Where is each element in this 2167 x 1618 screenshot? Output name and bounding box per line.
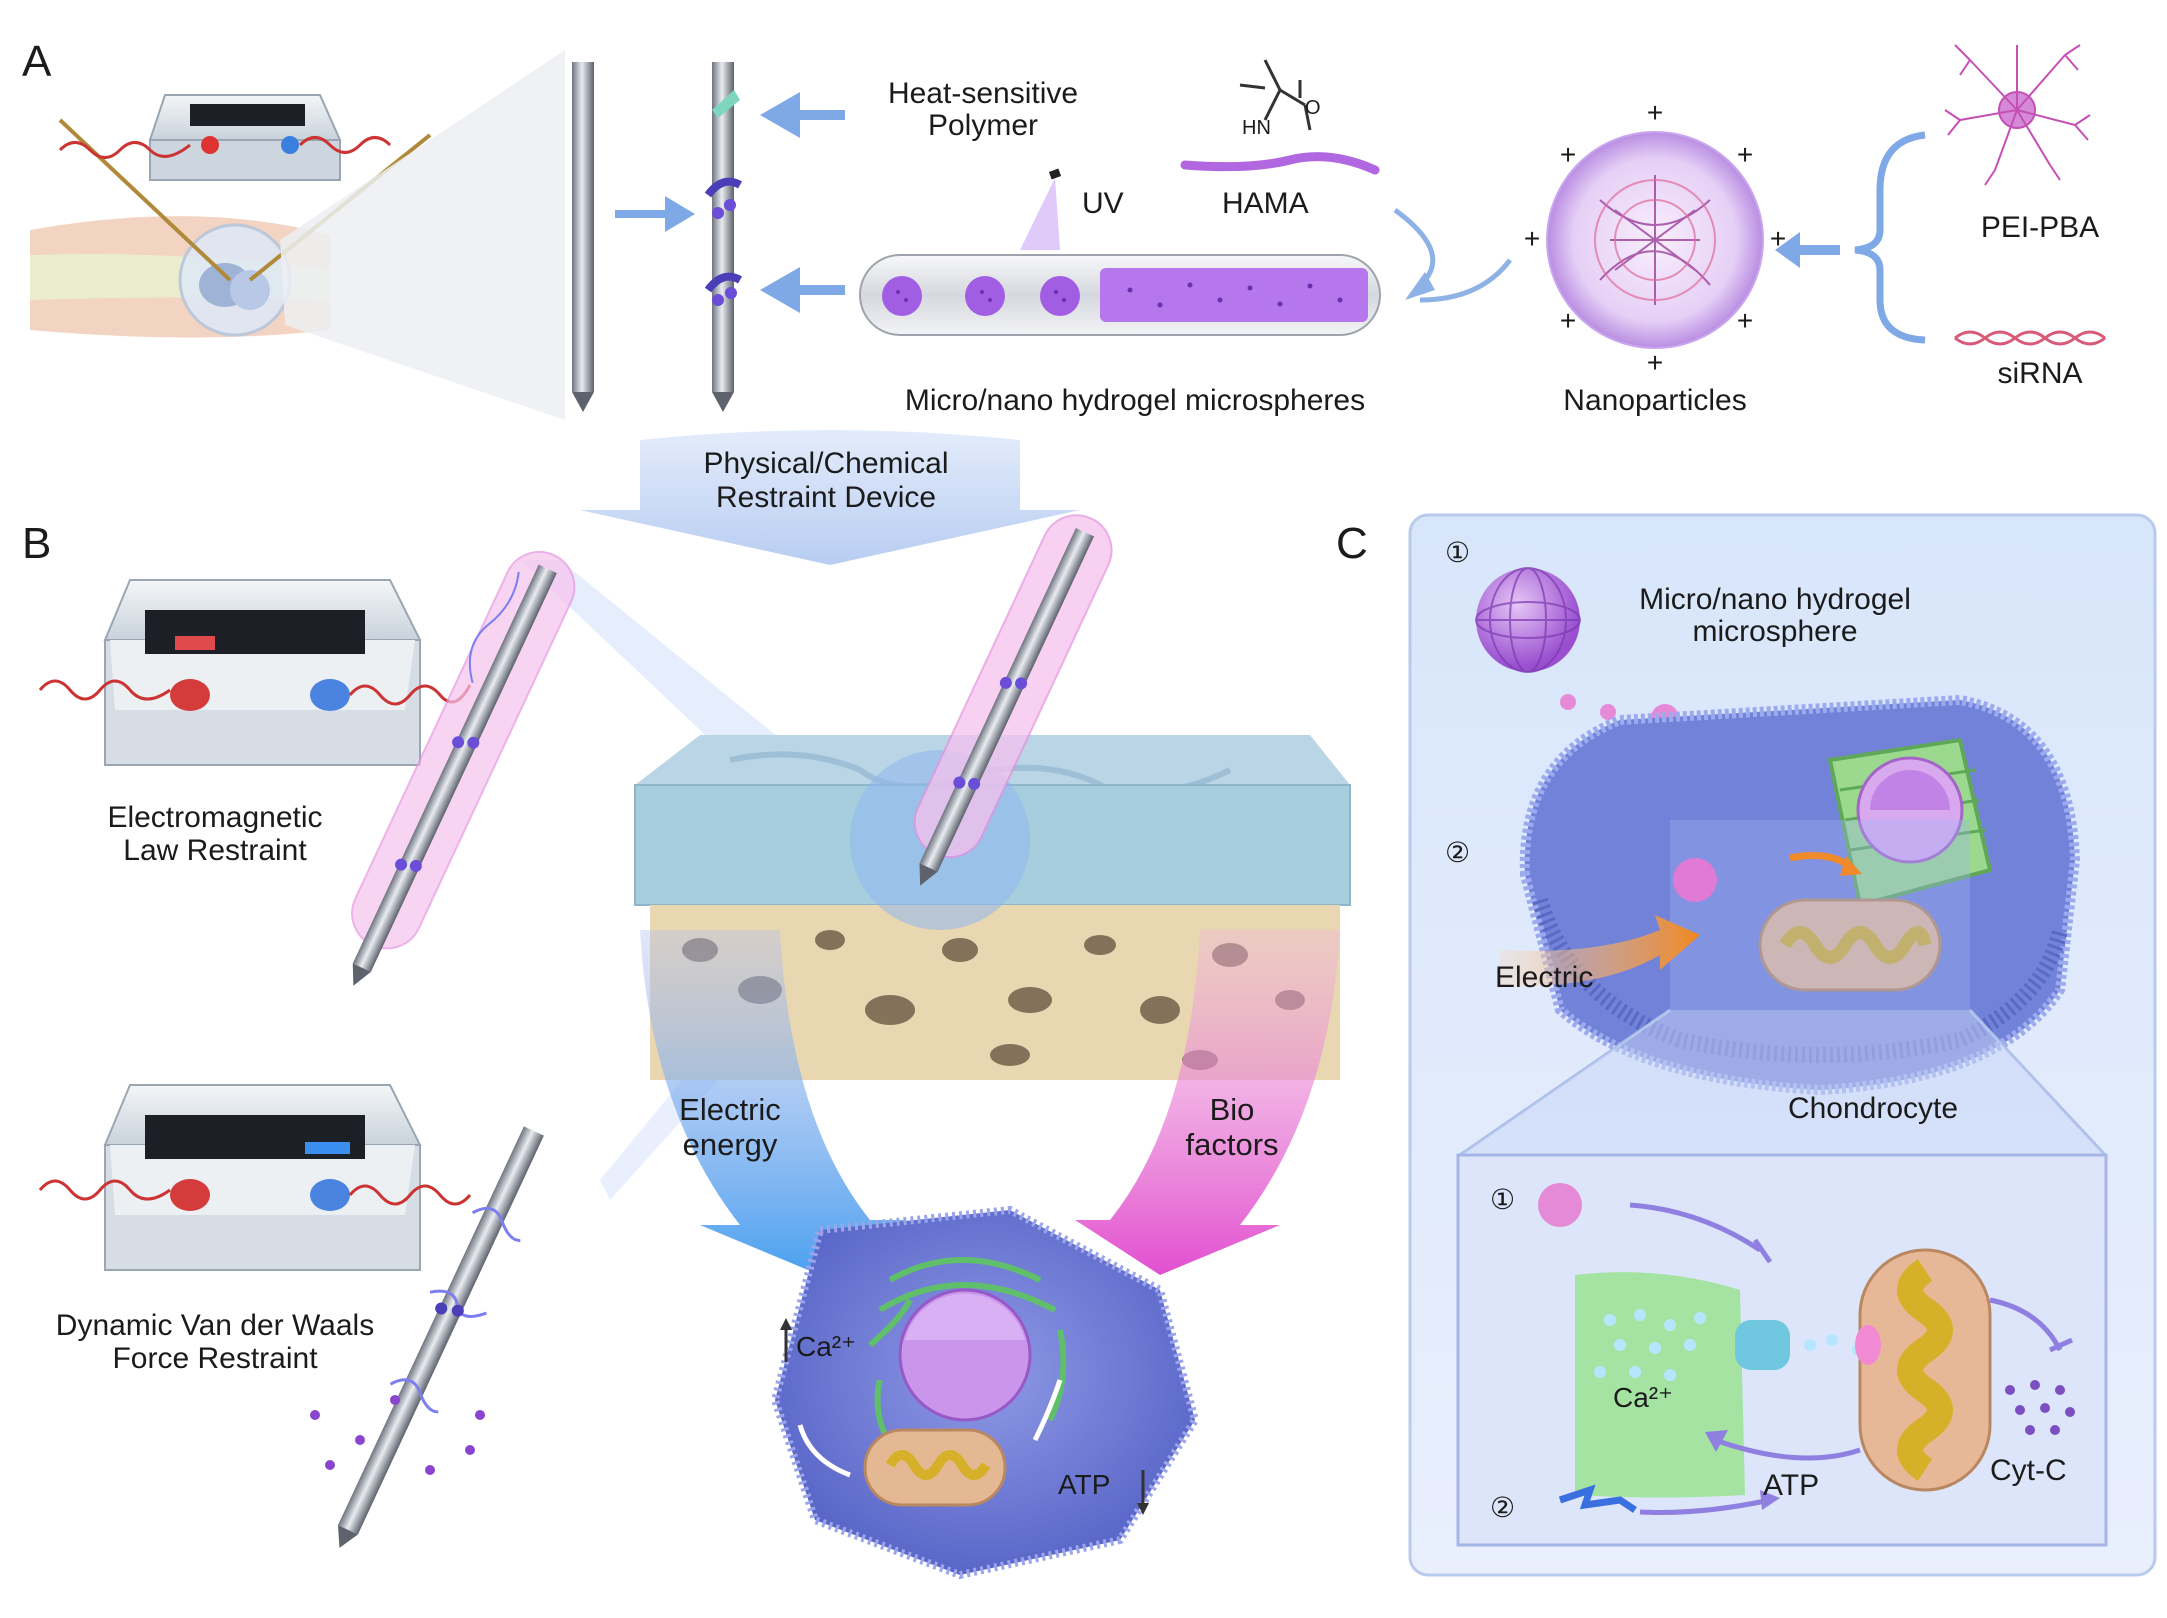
plus-bottom-right: + xyxy=(1736,305,1754,336)
van-der-waals-label-1: Dynamic Van der Waals xyxy=(55,1309,375,1342)
arrow-microspheres-to-needle xyxy=(760,267,845,313)
needle-van-der-waals xyxy=(337,1126,544,1548)
ca-label-b: Ca²⁺ xyxy=(796,1331,856,1362)
electromagnetic-label-1: Electromagnetic xyxy=(107,801,323,834)
heat-polymer-label-2: Polymer xyxy=(927,109,1039,142)
heat-polymer-label-1: Heat-sensitive xyxy=(887,77,1079,110)
knee-illustration xyxy=(30,50,565,420)
zoom-wedge xyxy=(1460,1010,2105,1155)
microsphere-label-1: Micro/nano hydrogel xyxy=(1639,583,1911,616)
arrow-brace-to-np xyxy=(1775,232,1840,268)
van-der-waals-label-2: Force Restraint xyxy=(112,1342,318,1375)
plus-top-left: + xyxy=(1559,139,1577,170)
stimulator-device-2 xyxy=(38,1084,472,1271)
coated-needle xyxy=(704,62,743,412)
panel-label-c: C xyxy=(1336,519,1368,568)
o-label: O xyxy=(1305,97,1321,119)
hama-chain xyxy=(1180,152,1380,175)
pei-pba-label: PEI-PBA xyxy=(1980,211,2100,244)
uv-lamp xyxy=(1020,168,1062,250)
microsphere-tube xyxy=(859,254,1381,336)
arrow-hama-to-tube xyxy=(1393,207,1436,282)
plus-left: + xyxy=(1523,223,1541,254)
plus-top: + xyxy=(1646,97,1664,128)
plus-bottom: + xyxy=(1646,347,1664,378)
arrow-hama-to-tube-head xyxy=(1405,272,1435,300)
microspheres-label: Micro/nano hydrogel microspheres xyxy=(904,384,1366,417)
plus-right: + xyxy=(1769,223,1787,254)
restraint-device-arrow xyxy=(580,430,1080,565)
stimulator-device-small xyxy=(58,94,392,181)
nanoparticles-label: Nanoparticles xyxy=(1563,384,1747,417)
uv-label: UV xyxy=(1082,187,1124,220)
nanoparticle xyxy=(1546,131,1764,349)
hama-label: HAMA xyxy=(1222,187,1309,220)
microsphere-label-2: microsphere xyxy=(1692,615,1858,648)
arrow-electric-energy xyxy=(640,930,905,1275)
stimulator-device-1 xyxy=(38,579,472,766)
arrow-needle-to-coated xyxy=(615,196,695,232)
arrow-heat-polymer xyxy=(760,92,845,138)
sirna-label: siRNA xyxy=(1997,357,2083,390)
arrow-np-to-tube xyxy=(1419,258,1512,303)
step2-inset: ② xyxy=(1490,1492,1516,1523)
panel-label-b: B xyxy=(22,519,52,568)
atp-label-c: ATP xyxy=(1763,1469,1820,1502)
plain-needle xyxy=(572,62,594,412)
restraint-device-label-2: Restraint Device xyxy=(715,481,937,514)
inset-contents xyxy=(1538,1183,2075,1515)
panel-label-a: A xyxy=(22,37,52,86)
chondrocyte-label: Chondrocyte xyxy=(1787,1092,1959,1125)
atp-label-b: ATP xyxy=(1058,1469,1111,1500)
plus-bottom-left: + xyxy=(1559,305,1577,336)
microsphere-c xyxy=(1475,567,1581,673)
sirna-helix xyxy=(1954,330,2106,346)
electric-label: Electric xyxy=(1495,961,1594,994)
hama-molecule xyxy=(1239,59,1312,131)
step2-top: ② xyxy=(1445,837,1471,868)
chondrocyte-cell xyxy=(1519,694,2081,1096)
electric-energy-label-1: Electric xyxy=(679,1092,781,1127)
cytc-label: Cyt-C xyxy=(1990,1454,2067,1487)
arrow-bio-factors xyxy=(1075,930,1340,1275)
pei-pba-molecule xyxy=(1944,44,2091,186)
step1-top: ① xyxy=(1445,537,1471,568)
er-b xyxy=(868,1257,1067,1462)
bio-factors-label-2: factors xyxy=(1185,1127,1279,1162)
needle-inserted xyxy=(913,514,1113,886)
plus-top-right: + xyxy=(1736,139,1754,170)
bio-factors-label-1: Bio xyxy=(1209,1092,1255,1127)
needle-electromagnetic xyxy=(351,551,576,986)
released-particles xyxy=(310,1395,485,1475)
hn-label: HN xyxy=(1242,117,1271,139)
electromagnetic-label-2: Law Restraint xyxy=(123,834,307,867)
electric-arrow xyxy=(1500,915,1700,986)
electric-energy-label-2: energy xyxy=(682,1127,778,1162)
restraint-device-label-1: Physical/Chemical xyxy=(703,447,949,480)
brace xyxy=(1854,131,1926,344)
ca-label-c: Ca²⁺ xyxy=(1613,1382,1673,1413)
cell-b xyxy=(770,1205,1200,1580)
step1-inset: ① xyxy=(1490,1184,1516,1215)
